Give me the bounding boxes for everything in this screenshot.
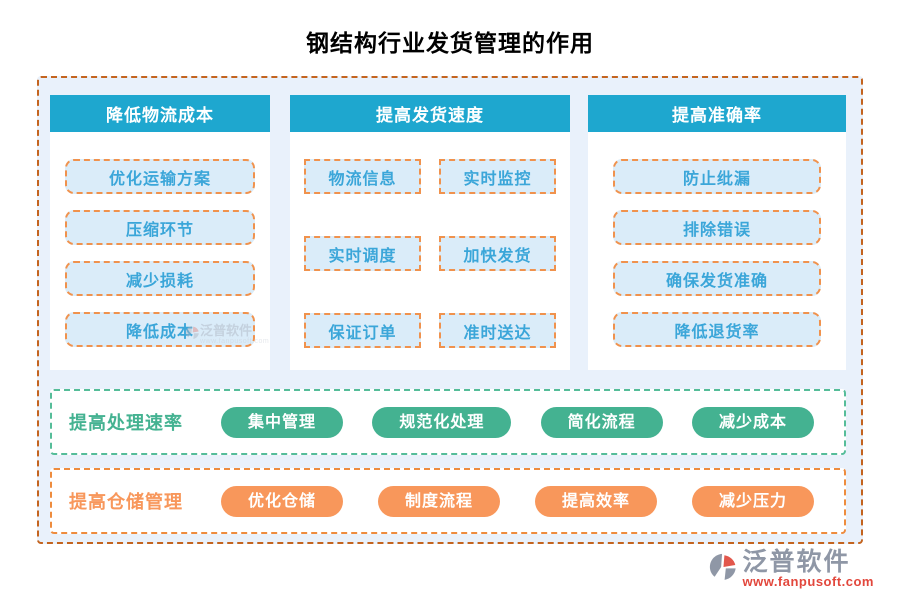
strip-processing-speed: 提高处理速率 集中管理 规范化处理 简化流程 减少成本 [50,389,846,455]
strip-warehouse-management: 提高仓储管理 优化仓储 制度流程 提高效率 减少压力 [50,468,846,534]
chip-item: 压缩环节 [65,210,255,245]
pill-item: 规范化处理 [372,406,512,438]
pill-item: 集中管理 [221,406,344,438]
chip-item: 实时监控 [439,159,556,194]
logo-url: www.fanpusoft.com [742,574,874,589]
chip-item: 物流信息 [304,159,421,194]
chip-item: 排除错误 [613,210,821,245]
logo-text-block: 泛普软件 www.fanpusoft.com [742,549,874,588]
chip-item: 降低成本 [65,312,255,347]
chip-item: 降低退货率 [613,312,821,347]
column-header: 提高发货速度 [290,95,570,132]
column-body: 优化运输方案 压缩环节 减少损耗 降低成本 [50,132,270,347]
diagram-board: 降低物流成本 优化运输方案 压缩环节 减少损耗 降低成本 提高发货速度 物流信息… [37,76,863,544]
column-header: 提高准确率 [588,95,846,132]
pill-item: 提高效率 [534,485,657,517]
column-header: 降低物流成本 [50,95,270,132]
column-reduce-logistics-cost: 降低物流成本 优化运输方案 压缩环节 减少损耗 降低成本 [50,95,270,370]
chip-item: 保证订单 [304,313,421,348]
chip-item: 确保发货准确 [613,261,821,296]
column-body: 物流信息 实时监控 实时调度 加快发货 保证订单 准时送达 [290,132,570,348]
column-improve-accuracy: 提高准确率 防止纰漏 排除错误 确保发货准确 降低退货率 [588,95,846,370]
strip-label: 提高仓储管理 [69,492,183,512]
fanpu-logo-icon [710,553,737,580]
chip-pair-row: 保证订单 准时送达 [290,313,570,348]
chip-item: 防止纰漏 [613,159,821,194]
strip-label: 提高处理速率 [69,413,183,433]
pill-group: 优化仓储 制度流程 提高效率 减少压力 [221,485,814,517]
fanpu-logo: 泛普软件 www.fanpusoft.com [708,549,874,588]
chip-item: 减少损耗 [65,261,255,296]
chip-pair-row: 实时调度 加快发货 [290,236,570,271]
column-body: 防止纰漏 排除错误 确保发货准确 降低退货率 [588,132,846,347]
pill-item: 简化流程 [540,406,663,438]
pill-item: 制度流程 [377,485,500,517]
chip-pair-row: 物流信息 实时监控 [290,159,570,194]
pill-item: 减少压力 [691,485,814,517]
pill-item: 优化仓储 [221,485,344,517]
chip-item: 实时调度 [304,236,421,271]
page-title: 钢结构行业发货管理的作用 [306,30,594,56]
column-improve-shipping-speed: 提高发货速度 物流信息 实时监控 实时调度 加快发货 保证订单 准时送达 [290,95,570,370]
chip-item: 优化运输方案 [65,159,255,194]
logo-name: 泛普软件 [742,548,851,576]
pill-item: 减少成本 [691,406,814,438]
chip-item: 准时送达 [439,313,556,348]
chip-item: 加快发货 [439,236,556,271]
pill-group: 集中管理 规范化处理 简化流程 减少成本 [221,406,814,438]
